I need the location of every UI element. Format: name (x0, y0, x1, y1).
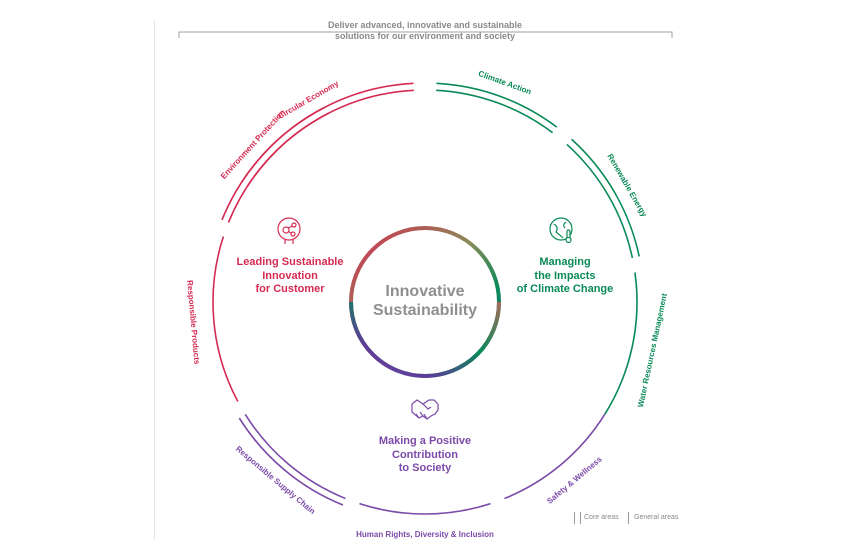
topic-arc (566, 143, 634, 259)
topic-arc (227, 112, 330, 223)
topic-arc (504, 413, 606, 500)
topic-arc (212, 236, 239, 402)
topic-arc (238, 417, 344, 506)
center-ring-lower (349, 301, 501, 378)
legend-core-mark (574, 512, 581, 524)
topic-label: Renewable Energy (605, 152, 649, 219)
area-title-climate: Managing the Impacts of Climate Change (516, 256, 614, 295)
area-title-innovation: Leading Sustainable Innovation for Custo… (236, 256, 344, 295)
topic-arc (359, 502, 491, 515)
topic-label: Safety & Wellness (545, 454, 604, 505)
topic-label: Human Rights, Diversity & Inclusion (356, 530, 494, 539)
legend-general-mark (628, 512, 629, 524)
topic-arcs (212, 82, 640, 515)
center-title: Innovative Sustainability (372, 283, 478, 319)
topic-arc (244, 413, 346, 500)
goal-line-2: solutions for our environment and societ… (334, 31, 516, 41)
topic-label: Environment Protection (219, 108, 287, 181)
topic-arc (221, 106, 326, 221)
globe-thermometer-icon (549, 217, 573, 244)
topic-arc (436, 82, 558, 128)
handshake-icon (411, 399, 439, 420)
molecule-icon (277, 217, 301, 244)
header-bracket (178, 31, 673, 38)
page-divider (154, 20, 155, 540)
topic-arc (436, 89, 554, 134)
area-title-society: Making a Positive Contribution to Societ… (378, 435, 472, 474)
goal-line-1: Deliver advanced, innovative and sustain… (327, 20, 523, 30)
topic-label: Responsible Products (185, 280, 201, 365)
topic-label: Responsible Supply Chain (234, 444, 317, 516)
topic-arc (571, 138, 640, 257)
topic-label: Water Resources Management (636, 292, 669, 408)
topic-arc (604, 272, 638, 415)
goal-statement: Deliver advanced, innovative and sustain… (260, 20, 590, 42)
legend-general-label: General areas (634, 514, 679, 521)
topic-label: Climate Action (477, 69, 533, 97)
legend-core-label: Core areas (584, 514, 619, 521)
